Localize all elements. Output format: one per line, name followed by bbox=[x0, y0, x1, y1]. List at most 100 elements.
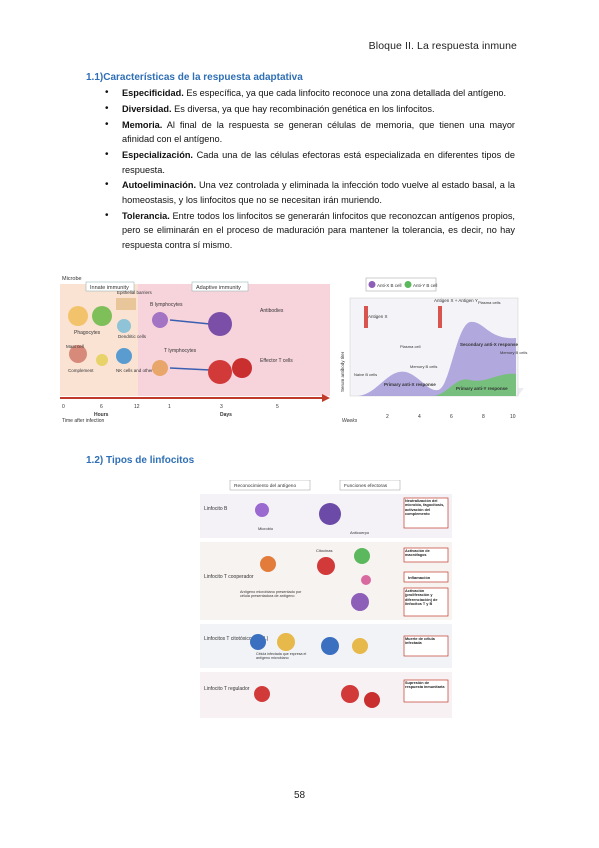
tick-5: 5 bbox=[276, 404, 279, 410]
y-axis-label: Serum antibody titer bbox=[340, 351, 345, 392]
out6-fo: Supresión de respuesta inmunitaria bbox=[405, 681, 444, 689]
dendritic-label: Dendritic cells bbox=[118, 334, 147, 339]
th-cell bbox=[260, 556, 276, 572]
treg-effector bbox=[341, 685, 359, 703]
b-lymphocytes-label: B lymphocytes bbox=[150, 302, 183, 308]
nk-label: NK cells and other ILCs bbox=[116, 368, 164, 373]
out2-text: Activación de macrófagos bbox=[405, 549, 430, 558]
row-treg-label: Linfocito T regulador bbox=[204, 686, 250, 692]
innate-adaptive-diagram: Microbe Innate immunity Adaptive immunit… bbox=[60, 276, 330, 424]
out5-box bbox=[403, 635, 449, 657]
b-cell bbox=[255, 503, 269, 517]
antibody-response-figure: Anti-X B cell Anti-Y B cell Antigen X An… bbox=[338, 276, 528, 426]
out4-text: Activación (proliferación y diferenciaci… bbox=[405, 589, 438, 607]
antigen-presented-label: Antígeno microbiano presentado por célul… bbox=[240, 590, 302, 599]
tick-4: 4 bbox=[418, 414, 421, 420]
out5-text: Muerte de célula infectada bbox=[405, 637, 435, 646]
days-label: Days bbox=[220, 412, 232, 418]
killed-cell bbox=[352, 638, 368, 654]
bullet-term: Diversidad. bbox=[122, 103, 172, 114]
ctl-cell bbox=[250, 634, 266, 650]
bullet-term: Memoria. bbox=[122, 119, 163, 130]
effector-label: Effector T cells bbox=[260, 358, 293, 364]
row-b-label: Linfocito B bbox=[204, 506, 228, 512]
macrophage bbox=[354, 548, 370, 564]
weeks-label: Weeks bbox=[342, 418, 358, 424]
lymphocyte-types-diagram: Reconocimiento del antígeno Funciones ef… bbox=[200, 480, 452, 718]
tick-3: 3 bbox=[220, 404, 223, 410]
complement-label: Complement bbox=[68, 368, 94, 373]
bullet-term: Tolerancia. bbox=[122, 210, 170, 221]
innate-adaptive-figure: Microbe Innate immunity Adaptive immunit… bbox=[60, 272, 330, 424]
tick-2: 2 bbox=[386, 414, 389, 420]
suppressed-cell bbox=[364, 692, 380, 708]
out4-fo: Activación (proliferación y diferenciaci… bbox=[405, 589, 438, 607]
out3-box bbox=[403, 571, 449, 583]
legend-anti-x-swatch bbox=[368, 281, 376, 288]
bullet-text: Una vez controlada y eliminada la infecc… bbox=[122, 180, 515, 205]
antigen-x-label: Antigen X bbox=[368, 314, 388, 319]
b-lymphocyte bbox=[152, 312, 168, 328]
adaptive-panel bbox=[138, 284, 330, 396]
lymphocyte-types-figure: Reconocimiento del antígeno Funciones ef… bbox=[200, 480, 452, 720]
legend-anti-y: Anti-Y B cell bbox=[413, 283, 437, 288]
infected-label: Célula infectada que expresa el antígeno… bbox=[256, 652, 307, 661]
running-header: Bloque II. La respuesta inmune bbox=[368, 40, 517, 52]
tick-12: 12 bbox=[134, 404, 140, 410]
time-after-infection-label: Time after infection bbox=[62, 418, 105, 424]
phagocyte-cell bbox=[68, 306, 88, 326]
infected-cell bbox=[277, 633, 295, 651]
legend-anti-x: Anti-X B cell bbox=[377, 283, 402, 288]
row-th-label: Linfocito T cooperador bbox=[204, 574, 254, 580]
primary-x-label: Primary anti-X response bbox=[384, 382, 436, 387]
bullet-text: Es diversa, ya que hay recombinación gen… bbox=[171, 103, 435, 114]
tick-1: 1 bbox=[168, 404, 171, 410]
section-title-1-1: 1.1)Características de la respuesta adap… bbox=[86, 72, 303, 83]
t-lymphocytes-label: T lymphocytes bbox=[164, 348, 197, 354]
hours-label: Hours bbox=[94, 412, 109, 418]
primary-y-label: Primary anti-Y response bbox=[456, 386, 508, 391]
b-plasma-cell bbox=[319, 503, 341, 525]
out1-box bbox=[403, 497, 449, 529]
list-item: Memoria. Al final de la respuesta se gen… bbox=[105, 118, 515, 147]
bullet-text: Cada una de las células efectoras está e… bbox=[122, 149, 515, 175]
bullet-text: Al final de la respuesta se generan célu… bbox=[122, 119, 515, 145]
plasma-cell bbox=[208, 312, 232, 336]
phagocyte-cell-2 bbox=[92, 306, 112, 326]
b-arrow bbox=[169, 319, 211, 325]
antigen-xy-arrow bbox=[438, 306, 442, 328]
list-item: Especificidad. Es específica, ya que cad… bbox=[105, 86, 515, 101]
out2-fo: Activación de macrófagos bbox=[405, 549, 430, 558]
legend-box bbox=[365, 277, 437, 292]
citocinas-label: Citocinas bbox=[316, 548, 332, 553]
t-lymphocyte bbox=[152, 360, 168, 376]
bullet-text: Entre todos los linfocitos se generarán … bbox=[122, 210, 515, 250]
adaptive-tab bbox=[191, 281, 249, 292]
bullet-text: Es específica, ya que cada linfocito rec… bbox=[183, 88, 507, 98]
innate-tab bbox=[85, 281, 135, 292]
ctl-effector bbox=[321, 637, 339, 655]
tick-6: 6 bbox=[100, 404, 103, 410]
effector-t-cell-2 bbox=[232, 358, 252, 378]
col2-header: Funciones efectoras bbox=[344, 483, 388, 489]
col1-header: Reconocimiento del antígeno bbox=[234, 483, 296, 489]
mast-label: Mast cell bbox=[66, 344, 84, 349]
memory-b-label: Memory B cells bbox=[410, 364, 437, 369]
infected-fo: Célula infectada que expresa el antígeno… bbox=[256, 652, 307, 661]
list-item: Diversidad. Es diversa, ya que hay recom… bbox=[105, 102, 515, 117]
plasma-cells-label: Plasma cells bbox=[478, 300, 500, 305]
mast-cell bbox=[69, 345, 87, 363]
epithelial-barrier bbox=[116, 298, 136, 310]
secondary-x-label: Secondary anti-X response bbox=[460, 342, 519, 347]
t-arrow bbox=[169, 367, 211, 371]
tick-10: 10 bbox=[510, 414, 516, 420]
anti-y-curve bbox=[434, 373, 516, 396]
list-item: Tolerancia. Entre todos los linfocitos s… bbox=[105, 209, 515, 253]
page-number: 58 bbox=[293, 790, 306, 801]
treg-cell bbox=[254, 686, 270, 702]
bullet-term: Especialización. bbox=[122, 149, 193, 160]
antigen-xy-label: Antigen X + Antigen Y bbox=[434, 298, 478, 303]
out1-fo: Neutralización del microbio, fagocitosis… bbox=[405, 499, 444, 516]
microbio-label: Microbio bbox=[258, 526, 274, 531]
list-item: Autoeliminación. Una vez controlada y el… bbox=[105, 178, 515, 207]
